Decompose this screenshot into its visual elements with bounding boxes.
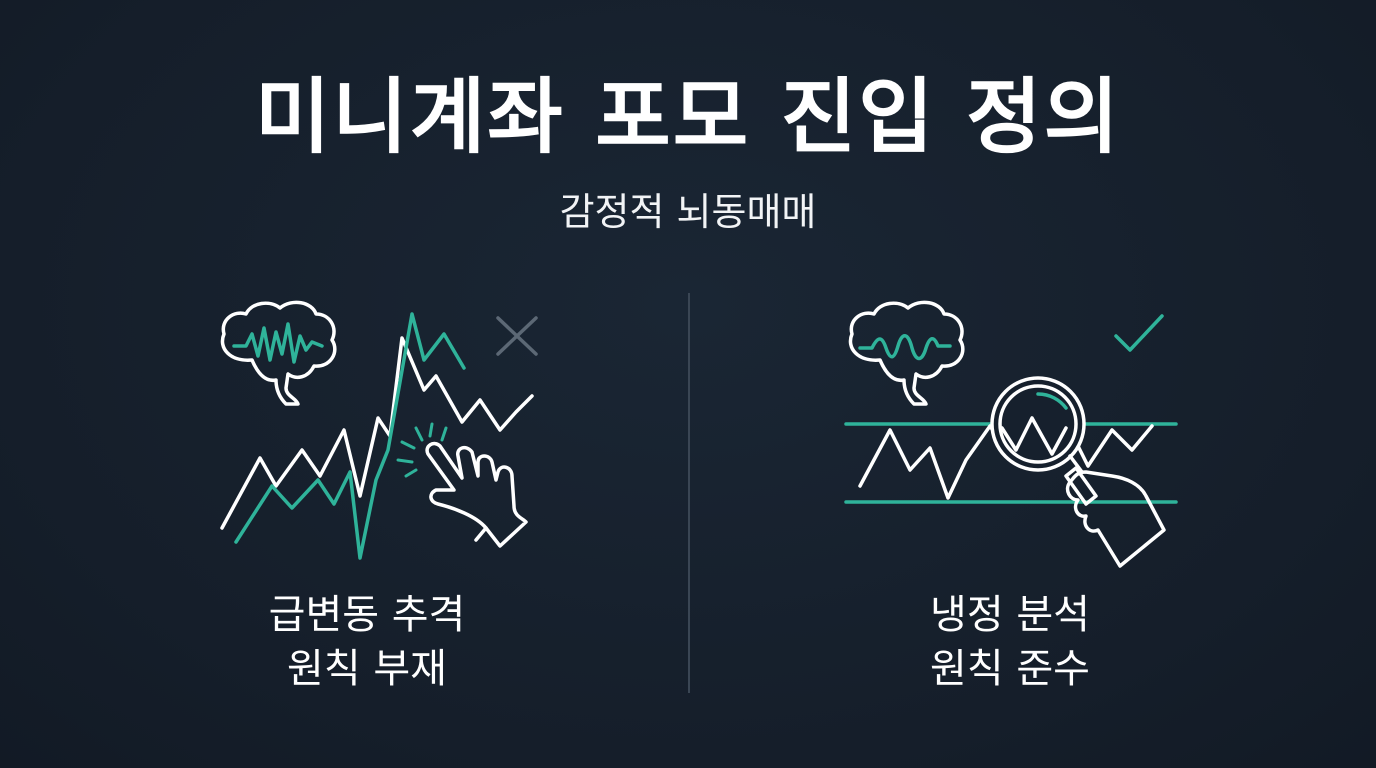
panel-divider bbox=[688, 293, 690, 693]
right-caption-line1: 냉정 분석 bbox=[930, 592, 1090, 638]
right-caption: 냉정 분석 원칙 준수 bbox=[810, 588, 1210, 696]
tapping-hand-icon bbox=[425, 441, 528, 548]
page-subtitle: 감정적 뇌동매매 bbox=[559, 190, 817, 234]
brain-icon bbox=[220, 300, 337, 406]
range-chart-line-inside bbox=[1000, 416, 1068, 456]
left-caption-line1: 급변동 추격 bbox=[268, 592, 466, 638]
volatile-chart-line-white bbox=[220, 336, 534, 530]
x-mark-icon bbox=[496, 316, 538, 356]
tap-burst-icon bbox=[396, 422, 448, 478]
left-illustration bbox=[220, 300, 538, 560]
left-caption: 급변동 추격 원칙 부재 bbox=[167, 588, 567, 696]
page-title: 미니계좌 포모 진입 정의 bbox=[254, 70, 1122, 165]
volatile-chart-line-accent bbox=[234, 312, 466, 560]
brain-icon bbox=[848, 300, 965, 406]
right-caption-line2: 원칙 준수 bbox=[930, 646, 1090, 692]
left-caption-line2: 원칙 부재 bbox=[287, 646, 447, 692]
magnifier-hand-icon bbox=[1065, 470, 1166, 568]
brain-wave-icon bbox=[858, 334, 952, 361]
brain-wave-icon bbox=[232, 322, 324, 364]
check-mark-icon bbox=[1114, 314, 1164, 352]
right-illustration bbox=[844, 300, 1178, 568]
